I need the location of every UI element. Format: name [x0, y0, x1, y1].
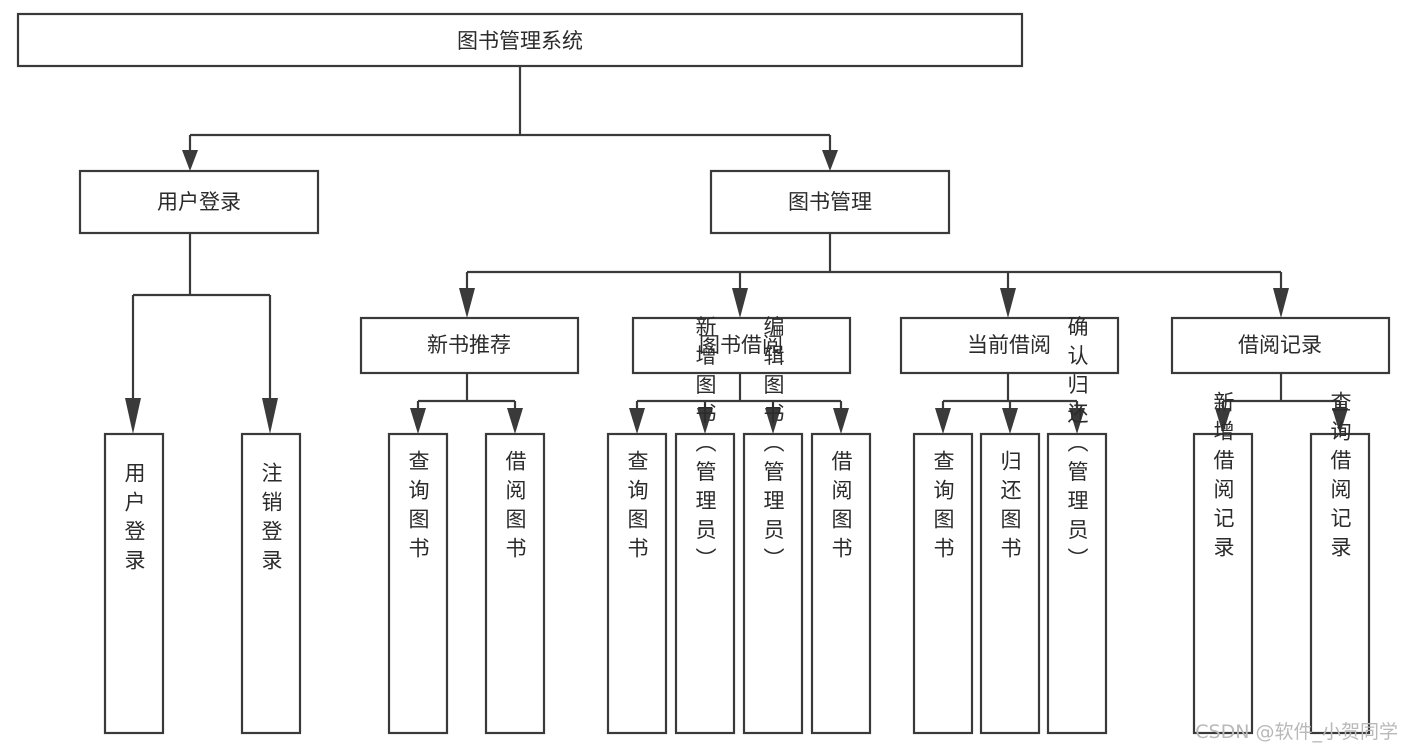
- arrow-head-newbook-child-2: [507, 408, 523, 434]
- leaf-currentborrow-confirm-return[interactable]: 确认归还（管理员）: [1046, 316, 1108, 735]
- leaf-currentborrow-confirm-return-label: 确认归还（管理员）: [1065, 316, 1089, 577]
- arrow-head-newbook-child-1: [410, 408, 426, 434]
- arrow-head-bookborrow-child-3: [765, 408, 781, 434]
- leaf-bookborrow-query-book-box[interactable]: [606, 432, 668, 735]
- node-user-login-label: 用户登录: [157, 190, 241, 214]
- arrow-head-new-book: [459, 288, 475, 318]
- leaf-bookborrow-add-book-box[interactable]: [674, 432, 736, 735]
- leaf-bookborrow-add-book[interactable]: 新增图书（管理员）: [674, 316, 736, 735]
- node-book-borrow[interactable]: 图书借阅: [631, 316, 852, 375]
- arrow-head-leaf-user-login: [125, 398, 141, 434]
- arrow-head-bookborrow-child-1: [629, 408, 645, 434]
- leaf-logout-label: 注销登录: [259, 462, 283, 578]
- leaf-bookborrow-edit-book-box[interactable]: [742, 432, 804, 735]
- node-borrow-record[interactable]: 借阅记录: [1170, 316, 1391, 375]
- leaf-currentborrow-confirm-return-box[interactable]: [1046, 432, 1108, 735]
- node-new-book-recommend-box[interactable]: [359, 316, 580, 375]
- leaf-newbook-borrow-book[interactable]: 借阅图书: [484, 432, 546, 735]
- leaf-currentborrow-query-book-box[interactable]: [912, 432, 974, 735]
- leaf-borrowrecord-add-record[interactable]: 新增借阅记录: [1192, 391, 1254, 735]
- leaf-borrowrecord-query-record[interactable]: 查询借阅记录: [1309, 391, 1371, 735]
- arrow-head-currentborrow-child-3: [1069, 408, 1085, 434]
- leaf-bookborrow-borrow-book-label: 借阅图书: [829, 450, 853, 566]
- node-current-borrow[interactable]: 当前借阅: [899, 316, 1120, 375]
- leaf-logout-box[interactable]: [240, 432, 302, 735]
- leaf-currentborrow-query-book-label: 查询图书: [931, 450, 955, 566]
- arrow-head-bookborrow-child-2: [697, 408, 713, 434]
- leaf-newbook-query-book-label: 查询图书: [406, 450, 430, 566]
- leaf-currentborrow-return-book[interactable]: 归还图书: [979, 432, 1041, 735]
- leaf-bookborrow-borrow-book-box[interactable]: [810, 432, 872, 735]
- node-root[interactable]: 图书管理系统: [16, 12, 1024, 68]
- leaf-bookborrow-edit-book[interactable]: 编辑图书（管理员）: [742, 316, 804, 735]
- arrow-head-currentborrow-child-1: [935, 408, 951, 434]
- leaf-currentborrow-query-book[interactable]: 查询图书: [912, 432, 974, 735]
- leaf-user-login-label: 用户登录: [122, 462, 146, 578]
- arrow-head-current-borrow: [1000, 288, 1016, 318]
- node-book-management-label: 图书管理: [788, 190, 872, 214]
- connector-layer: [125, 66, 1348, 434]
- leaf-user-login[interactable]: 用户登录: [103, 432, 165, 735]
- arrow-head-bookborrow-child-4: [833, 408, 849, 434]
- watermark-label: CSDN @软件_小贺同学: [1195, 721, 1398, 743]
- node-current-borrow-label: 当前借阅: [967, 333, 1051, 357]
- leaf-newbook-query-book-box[interactable]: [387, 432, 449, 735]
- node-current-borrow-box[interactable]: [899, 316, 1120, 375]
- arrow-head-currentborrow-child-2: [1002, 408, 1018, 434]
- leaf-bookborrow-borrow-book[interactable]: 借阅图书: [810, 432, 872, 735]
- leaf-bookborrow-query-book-label: 查询图书: [625, 450, 649, 566]
- arrow-head-borrowrecord-child-1: [1215, 408, 1231, 434]
- leaf-borrowrecord-add-record-label: 新增借阅记录: [1211, 391, 1235, 565]
- leaf-newbook-borrow-book-label: 借阅图书: [503, 450, 527, 566]
- node-root-label: 图书管理系统: [457, 29, 583, 53]
- leaf-logout[interactable]: 注销登录: [240, 432, 302, 735]
- node-user-login-box[interactable]: [78, 169, 320, 235]
- node-book-management[interactable]: 图书管理: [709, 169, 951, 235]
- leaf-user-login-box[interactable]: [103, 432, 165, 735]
- node-new-book-recommend-label: 新书推荐: [427, 333, 511, 357]
- leaf-currentborrow-return-book-box[interactable]: [979, 432, 1041, 735]
- arrow-head-book-borrow: [732, 288, 748, 318]
- arrow-head-book-mgmt: [822, 150, 838, 171]
- leaf-currentborrow-return-book-label: 归还图书: [998, 450, 1022, 566]
- leaf-borrowrecord-query-record-box[interactable]: [1309, 432, 1371, 735]
- leaf-bookborrow-add-book-label: 新增图书（管理员）: [693, 316, 717, 577]
- node-book-management-box[interactable]: [709, 169, 951, 235]
- leaf-bookborrow-query-book[interactable]: 查询图书: [606, 432, 668, 735]
- node-new-book-recommend[interactable]: 新书推荐: [359, 316, 580, 375]
- node-borrow-record-label: 借阅记录: [1238, 333, 1322, 357]
- arrow-head-leaf-logout: [262, 398, 278, 434]
- leaf-borrowrecord-query-record-label: 查询借阅记录: [1328, 391, 1352, 565]
- arrow-head-borrow-record: [1273, 288, 1289, 318]
- leaf-newbook-borrow-book-box[interactable]: [484, 432, 546, 735]
- arrow-head-user-login: [182, 150, 198, 171]
- node-user-login[interactable]: 用户登录: [78, 169, 320, 235]
- node-book-borrow-label: 图书借阅: [699, 333, 783, 357]
- node-book-borrow-box[interactable]: [631, 316, 852, 375]
- leaf-bookborrow-edit-book-label: 编辑图书（管理员）: [761, 316, 785, 577]
- arrow-head-borrowrecord-child-2: [1332, 408, 1348, 434]
- node-borrow-record-box[interactable]: [1170, 316, 1391, 375]
- node-root-box[interactable]: [16, 12, 1024, 68]
- leaf-borrowrecord-add-record-box[interactable]: [1192, 432, 1254, 735]
- leaf-newbook-query-book[interactable]: 查询图书: [387, 432, 449, 735]
